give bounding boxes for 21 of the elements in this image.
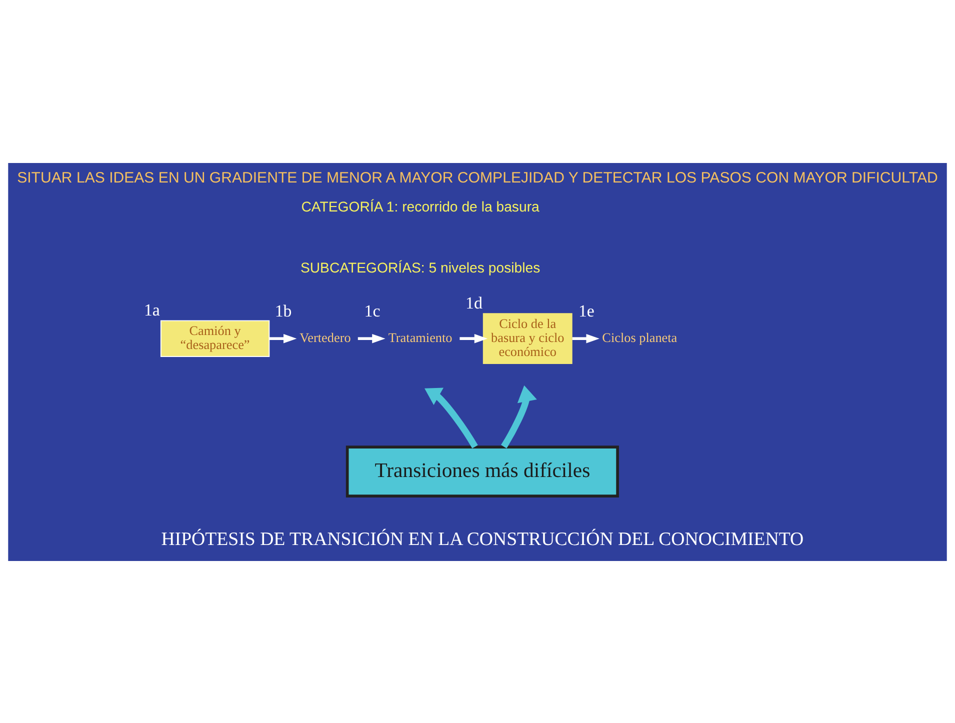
node-label: 1d: [465, 292, 482, 312]
arrow: [358, 333, 386, 343]
node-text: Vertedero: [300, 330, 351, 345]
arrow: [269, 333, 297, 343]
node-label: 1c: [364, 300, 380, 320]
node-box: Camión y “desaparece”: [160, 320, 270, 356]
diagram-title: SITUAR LAS IDEAS EN UN GRADIENTE DE MENOR A MAYOR COMPLEJIDAD Y DETECTAR LOS PASOS CON MAYOR DIFICULTAD: [17, 169, 938, 186]
node-label: 1e: [578, 300, 594, 320]
arrow: [424, 387, 478, 448]
caption: HIPÓTESIS DE TRANSICIÓN EN LA CONSTRUCCIÓN DEL CONOCIMIENTO: [161, 528, 804, 550]
arrow: [572, 333, 600, 343]
arrow: [460, 333, 488, 343]
node-label: 1a: [144, 300, 160, 319]
arrow: [500, 384, 537, 448]
node-text: Tratamiento: [388, 330, 452, 345]
label: SUBCATEGORÍAS: 5 niveles posibles: [300, 259, 540, 276]
label: CATEGORÍA 1: recorrido de la basura: [301, 198, 540, 214]
node-label: 1b: [274, 300, 292, 320]
node-text: Ciclos planeta: [602, 330, 678, 345]
node-box: Ciclo de la basura y ciclo económico: [482, 312, 572, 364]
node-box: Transiciones más difíciles: [346, 445, 619, 497]
